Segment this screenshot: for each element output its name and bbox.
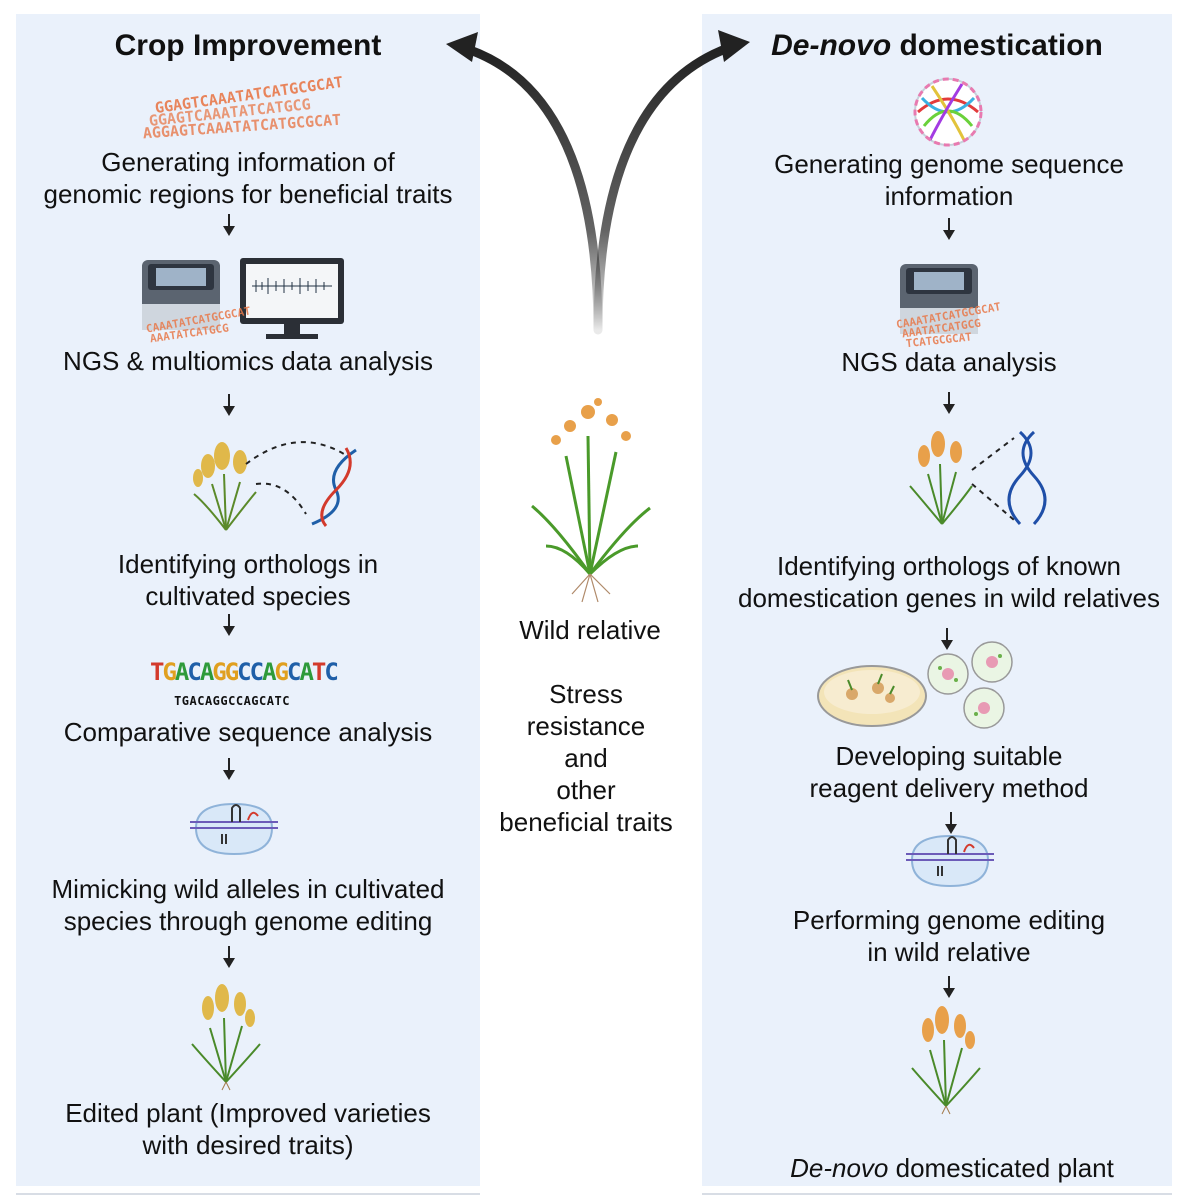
right-arrow-2 <box>942 392 956 414</box>
sequence-logo-letter: T <box>311 658 327 686</box>
left-step-3: Identifying orthologs in cultivated spec… <box>117 549 379 611</box>
sequence-logo-letter: A <box>199 658 215 686</box>
right-title-rest: domestication <box>891 29 1103 62</box>
sequence-logo-letter: T <box>150 658 165 686</box>
circos-plot-icon <box>913 77 983 147</box>
sequencer-icon: CAAATATCATGCGCAT AAATATCATGCG TCATGCGCAT <box>895 264 1002 350</box>
arrow-right-head <box>718 30 750 62</box>
left-arrow-2 <box>222 394 236 416</box>
sequence-logo-letter: C <box>286 658 302 686</box>
arrow-left-curve <box>465 45 603 335</box>
right-step-3: Identifying orthologs of known domestica… <box>738 551 1160 613</box>
sequence-logo-letter: A <box>299 658 314 686</box>
sequence-logo-letter: G <box>212 658 227 686</box>
sequence-logo-letter: A <box>262 658 277 686</box>
dna-text-icon: GGAGTCAAATATCATGCGCAT GGAGTCAAATATCATGCG… <box>142 73 344 143</box>
sequence-logo-letter: A <box>174 658 190 686</box>
sequence-logo-letter: C <box>324 658 339 686</box>
bottom-rule-left <box>16 1193 480 1195</box>
sequence-logo-letter: C <box>187 658 202 686</box>
right-arrow-1 <box>942 218 956 240</box>
sequence-logo-letter: G <box>162 658 177 686</box>
right-step-6-rest: domesticated plant <box>895 1153 1114 1183</box>
left-step-1: Generating information of genomic region… <box>43 147 453 209</box>
domesticated-plant-icon <box>911 1006 981 1115</box>
sequence-logo-letter: C <box>237 658 252 686</box>
left-step-2: NGS & multiomics data analysis <box>63 346 433 376</box>
center-label: Wild relative <box>519 615 661 645</box>
right-step-6-italic: De-novo <box>790 1153 889 1183</box>
left-title: Crop Improvement <box>114 29 382 62</box>
crispr-icon-right <box>906 834 994 888</box>
edited-plant-icon <box>191 984 261 1091</box>
sequencer-monitor-icon: CAAATATCATGCGCAT AAATATCATGCG <box>142 258 344 345</box>
bottom-rule-right <box>702 1193 1172 1195</box>
right-step-2: NGS data analysis <box>841 347 1057 377</box>
left-step-5: Mimicking wild alleles in cultivated spe… <box>51 874 445 936</box>
sequence-line: TGACAGGCCAGCATC <box>174 694 290 708</box>
right-step-1: Generating genome sequence information <box>774 149 1124 211</box>
sequence-logo-letter: C <box>249 658 265 686</box>
diverging-arrows <box>446 30 750 335</box>
right-title-italic: De-novo <box>771 29 892 62</box>
arrow-right-curve <box>593 43 733 335</box>
right-step-4: Developing suitable reagent delivery met… <box>809 741 1089 803</box>
left-step-6: Edited plant (Improved varieties with de… <box>65 1098 431 1160</box>
sequence-logo-letter: G <box>274 658 290 686</box>
right-step-6: De-novo domesticated plant <box>702 1120 1189 1184</box>
crop-improvement-panel <box>16 14 480 1186</box>
sequence-logo: TGACAGGCCAGCATC <box>150 658 339 686</box>
right-arrow-3 <box>940 628 954 650</box>
left-arrow-3 <box>222 614 236 636</box>
crispr-icon <box>190 802 278 856</box>
right-step-5: Performing genome editing in wild relati… <box>792 905 1106 967</box>
petri-cells-icon <box>817 641 1013 729</box>
sequence-logo-letter: G <box>224 658 240 686</box>
plant-dna-icon <box>193 441 357 531</box>
right-arrow-4 <box>944 812 958 834</box>
right-title: De-novo domestication <box>702 28 1172 64</box>
left-arrow-4 <box>222 758 236 780</box>
right-arrow-5 <box>942 976 956 998</box>
left-arrow-5 <box>222 946 236 968</box>
left-arrow-1 <box>222 214 236 236</box>
wild-relative-plant-icon <box>531 398 651 603</box>
center-traits: Stress resistance and other beneficial t… <box>499 679 673 837</box>
de-novo-panel <box>702 14 1172 1186</box>
plant-dna-icon-right <box>909 430 1047 526</box>
left-step-4: Comparative sequence analysis <box>63 717 433 747</box>
arrow-left-head <box>446 32 478 62</box>
